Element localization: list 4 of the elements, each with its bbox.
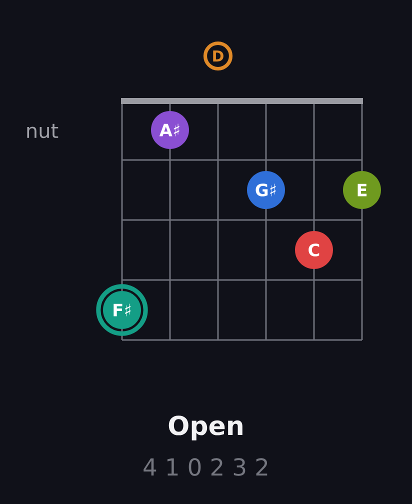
nut-label: nut [27,124,58,138]
chord-title: Open [168,416,242,440]
note-ring: D [203,41,233,71]
fingering-text: 4 1 0 2 3 2 [144,458,268,476]
